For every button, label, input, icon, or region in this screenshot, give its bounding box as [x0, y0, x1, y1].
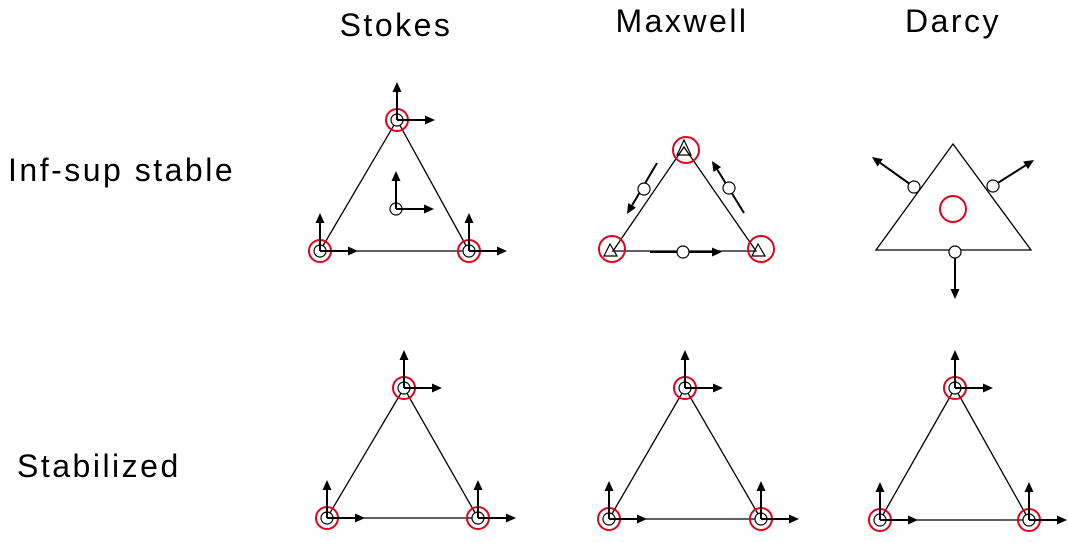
darcy-stabilized-top-right-head — [983, 383, 993, 393]
darcy-stabilized-bottom-right-up-head — [1024, 482, 1034, 492]
maxwell-bottom-edge-tangent-head — [712, 247, 722, 257]
stokes-infsup-top-up-head — [392, 82, 402, 92]
stokes-stabilized-top-right-head — [432, 383, 442, 393]
maxwell-bottom-edge-node — [676, 245, 690, 259]
maxwell-bottom-left-marker — [603, 242, 619, 257]
maxwell-stabilized-bottom-left-right-head — [637, 514, 647, 524]
stokes-stabilized-bottom-left-right-head — [355, 513, 365, 523]
darcy-left-edge-normal-head — [872, 157, 883, 167]
darcy-stabilized-bottom-left-right-head — [908, 515, 918, 525]
maxwell-bottom-left-red-circle — [598, 235, 626, 263]
maxwell-stabilized-bottom-right-up-head — [756, 481, 766, 491]
darcy-stabilized-bottom-left-up-head — [875, 482, 885, 492]
stokes-stabilized-bottom-left-up-head — [322, 480, 332, 490]
darcy-right-edge-normal-head — [1023, 160, 1034, 170]
maxwell-stabilized-triangle — [607, 386, 763, 520]
stokes-infsup-top-right-head — [425, 115, 435, 125]
maxwell-top-marker — [676, 138, 692, 156]
maxwell-right-edge-node — [722, 181, 736, 195]
darcy-left-edge-node — [907, 180, 921, 194]
stokes-stabilized-bottom-right-up-head — [473, 480, 483, 490]
stokes-infsup-bottom-right-right-head — [497, 246, 507, 256]
stokes-infsup-bottom-right-up-head — [464, 213, 474, 223]
row-label-stabilized: Stabilized — [17, 448, 181, 484]
stokes-stabilized-bottom-right-right-head — [506, 513, 516, 523]
stokes-infsup-bottom-left-up-head — [315, 213, 325, 223]
maxwell-stabilized-bottom-right-right-head — [789, 514, 799, 524]
stokes-infsup-bubble-right-head — [424, 204, 434, 214]
maxwell-right-edge-tangent-head — [712, 161, 722, 172]
darcy-stabilized-triangle — [878, 386, 1031, 521]
darcy-stabilized-top-up-head — [950, 350, 960, 360]
maxwell-stabilized-top-up-head — [680, 350, 690, 360]
darcy-bottom-edge-node — [948, 245, 962, 259]
maxwell-bottom-right-marker — [751, 242, 767, 257]
darcy-left-edge-normal-shaft — [879, 161, 915, 188]
maxwell-left-edge-tangent-head — [627, 203, 636, 214]
stokes-infsup-bottom-left-right-head — [348, 246, 358, 256]
column-header-stokes: Stokes — [339, 7, 453, 43]
maxwell-bottom-right-red-circle — [747, 235, 775, 263]
darcy-right-edge-node — [986, 179, 1000, 193]
stokes-stabilized-top-up-head — [399, 350, 409, 360]
column-header-darcy: Darcy — [904, 3, 1002, 39]
row-label-infsup: Inf-sup stable — [8, 152, 236, 188]
darcy-interior-red-circle — [939, 195, 967, 223]
maxwell-top-red-circle — [672, 136, 700, 164]
stokes-stabilized-triangle — [325, 386, 480, 519]
darcy-stabilized-bottom-right-right-head — [1057, 515, 1067, 525]
column-header-maxwell: Maxwell — [615, 3, 749, 39]
maxwell-stabilized-bottom-left-up-head — [604, 481, 614, 491]
maxwell-left-edge-node — [637, 182, 651, 196]
darcy-bottom-edge-normal-head — [950, 289, 960, 299]
maxwell-stabilized-top-right-head — [713, 383, 723, 393]
stokes-infsup-triangle — [318, 118, 471, 252]
stokes-infsup-bubble-up-head — [391, 171, 401, 181]
